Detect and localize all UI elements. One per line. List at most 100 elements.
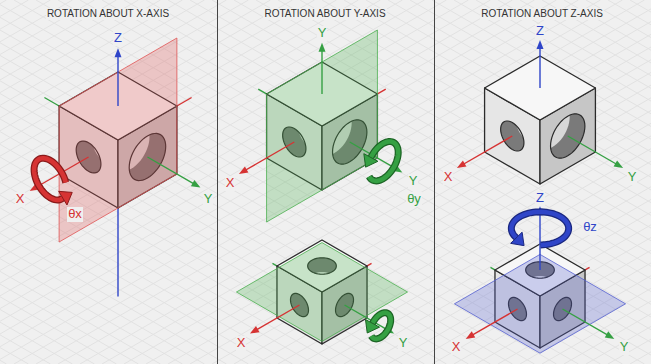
grid-line	[0, 0, 270, 364]
rotation-angle: θy	[406, 192, 422, 207]
grid-line	[0, 0, 182, 364]
grid-line	[344, 0, 651, 364]
rotation-arrowhead	[364, 154, 378, 167]
axis-label: Y	[408, 174, 419, 189]
grid-line	[146, 0, 651, 364]
grid-line	[58, 0, 651, 364]
axis-line	[568, 136, 617, 165]
axis-label: Y	[619, 340, 630, 355]
rotation-arrow	[511, 212, 568, 245]
axis-line	[147, 157, 194, 184]
label-anchor: Y	[408, 171, 419, 189]
axis-label: X	[451, 340, 462, 355]
grid-line	[0, 0, 512, 364]
axis-line	[245, 142, 294, 171]
axis-arrowhead	[319, 43, 326, 52]
grid-line	[0, 0, 292, 364]
axis-label: Y	[627, 170, 638, 185]
grid-line	[0, 0, 534, 364]
grid-line	[0, 0, 6, 364]
grid-line	[0, 0, 270, 364]
axis-line	[563, 309, 609, 335]
grid-line	[102, 0, 651, 364]
grid-line	[0, 0, 28, 364]
grid-line	[102, 0, 651, 364]
axis-label: X	[443, 170, 454, 185]
label-anchor: θy	[406, 189, 422, 207]
rotation-angle: θx	[67, 207, 83, 222]
label-anchor: Y	[203, 189, 214, 207]
axis-arrowhead	[605, 331, 615, 339]
label-anchor: X	[225, 173, 236, 191]
label-anchor: θx	[67, 204, 83, 222]
rotation-arrowhead	[59, 191, 73, 205]
z-rotation-plane-view	[454, 206, 625, 353]
label-anchor: Z	[535, 188, 545, 206]
axis-line	[117, 55, 118, 106]
grid-line	[0, 0, 512, 364]
rotation-arrowhead	[511, 232, 524, 245]
grid-line	[366, 0, 651, 364]
panel-title: ROTATION ABOUT Z-AXIS	[480, 8, 604, 20]
axis-label: X	[15, 192, 26, 207]
label-anchor: θz	[582, 217, 598, 235]
label-anchor: Y	[619, 337, 630, 355]
grid-line	[0, 0, 226, 364]
label-anchor: ROTATION ABOUT Z-AXIS	[480, 3, 604, 21]
grid-line	[0, 0, 248, 364]
label-anchor: Z	[535, 21, 545, 39]
grid-line	[454, 0, 651, 364]
axis-label: Z	[535, 24, 545, 39]
grid-line	[0, 0, 446, 364]
grid-line	[454, 0, 651, 364]
rotation-angle: θz	[582, 220, 598, 235]
grid-line	[234, 0, 651, 364]
axis-label: Z	[113, 31, 123, 46]
axis-label: X	[236, 336, 247, 351]
panel-divider	[434, 0, 435, 364]
grid-line	[0, 0, 468, 364]
axis-line	[321, 50, 322, 94]
label-anchor: X	[451, 337, 462, 355]
label-anchor: X	[443, 167, 454, 185]
grid-line	[212, 0, 651, 364]
axis-line	[256, 305, 299, 330]
z-rotation-view	[457, 40, 623, 184]
grid-line	[344, 0, 651, 364]
axis-arrowhead	[239, 166, 249, 174]
axis-label: Z	[535, 191, 545, 206]
grid-line	[432, 0, 651, 364]
panel-title: ROTATION ABOUT X-AXIS	[46, 8, 170, 20]
axis-arrowhead	[115, 48, 122, 57]
grid-line	[0, 0, 226, 364]
grid-line	[58, 0, 651, 364]
label-anchor: ROTATION ABOUT Y-AXIS	[263, 3, 386, 21]
axis-line	[472, 309, 518, 335]
grid-line	[0, 0, 248, 364]
axis-line	[539, 47, 540, 88]
grid-line	[36, 0, 651, 364]
axis-arrowhead	[250, 326, 260, 334]
grid-line	[432, 0, 651, 364]
label-anchor: X	[15, 189, 26, 207]
section-plane	[236, 243, 407, 342]
grid-line	[0, 0, 182, 364]
grid-line	[212, 0, 651, 364]
axis-label: X	[225, 176, 236, 191]
label-anchor: Z	[113, 28, 123, 46]
axis-label: Y	[317, 26, 328, 41]
panel-divider	[217, 0, 218, 364]
grid-line	[36, 0, 651, 364]
label-anchor: ROTATION ABOUT X-AXIS	[46, 3, 170, 21]
label-anchor: Y	[627, 167, 638, 185]
grid-line	[0, 0, 534, 364]
grid-line	[0, 0, 28, 364]
grid-line	[388, 0, 651, 364]
section-plane	[59, 38, 177, 242]
y-rotation-plane-view	[236, 240, 407, 344]
grid-line	[0, 0, 468, 364]
